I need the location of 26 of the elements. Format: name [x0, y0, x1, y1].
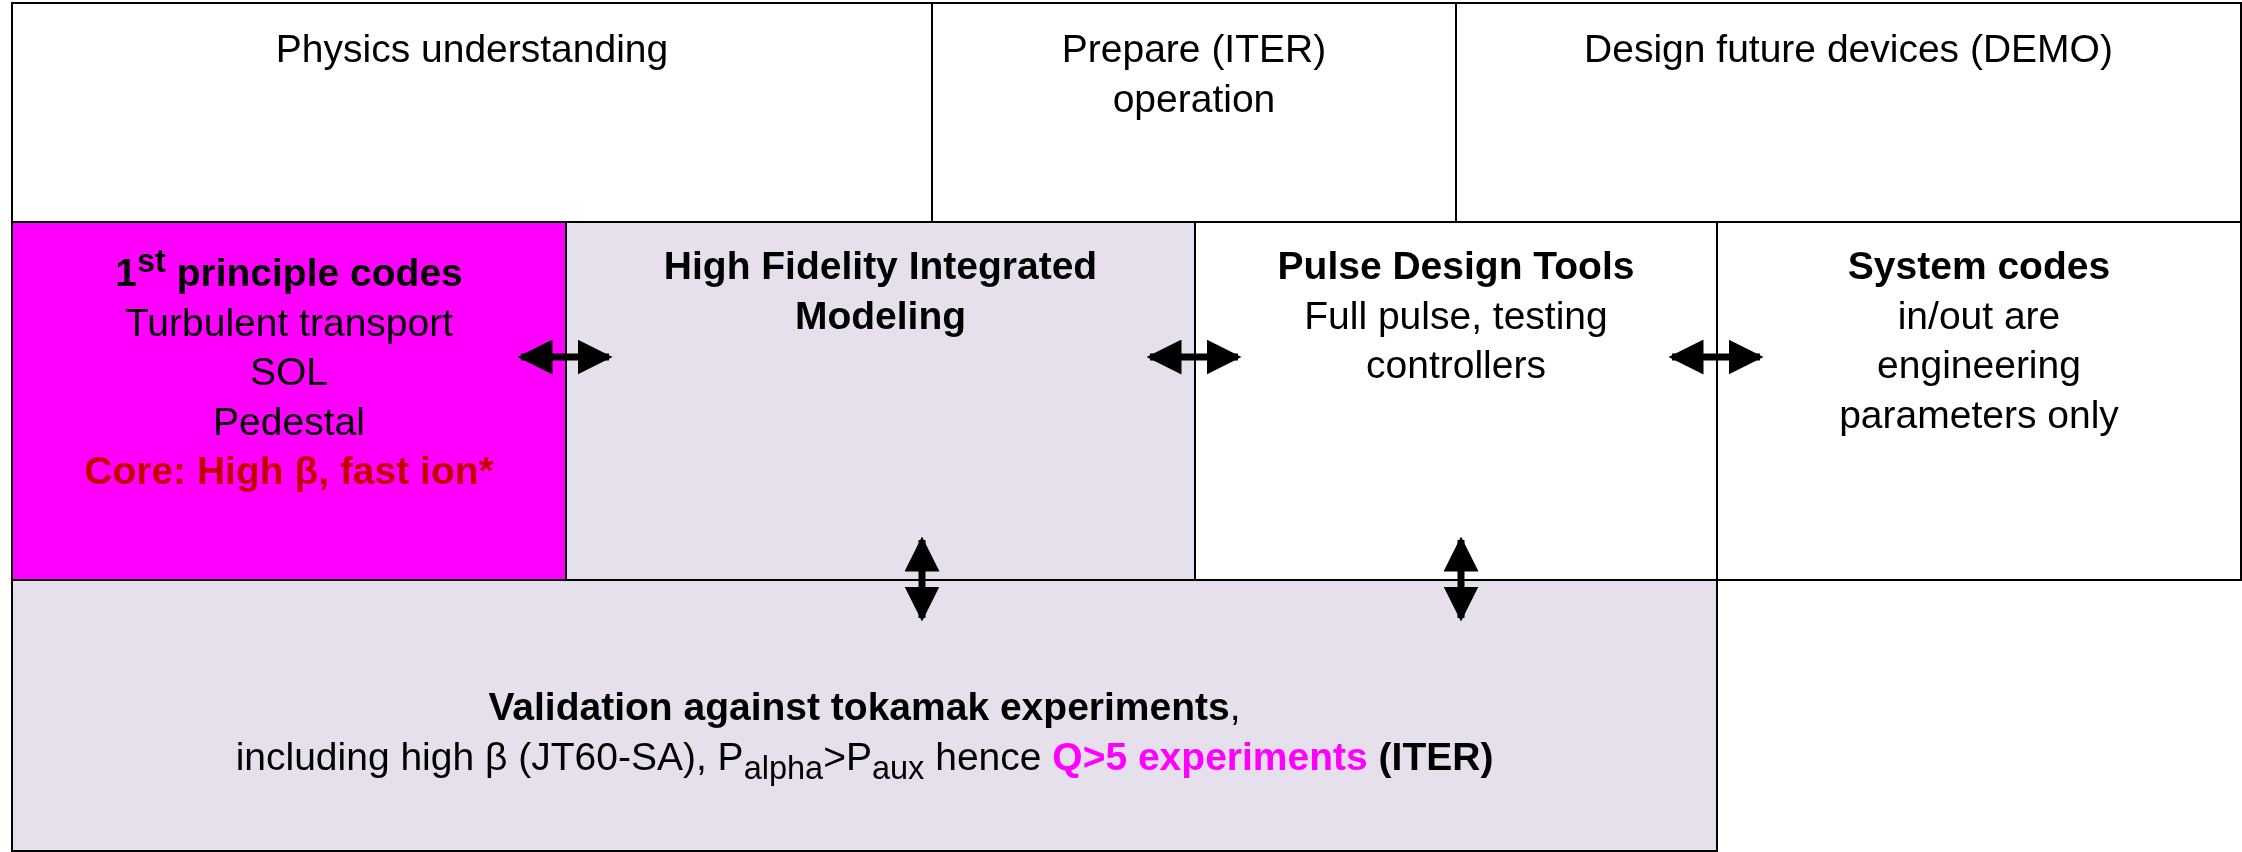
- validation-panel: [11, 579, 1718, 852]
- double-arrow: [1146, 339, 1242, 375]
- panel-text: Pedestal: [213, 398, 365, 445]
- panel-heading: Validation against tokamak experiments,: [488, 684, 1241, 731]
- double-arrow: [517, 339, 613, 375]
- category-header-cell: [11, 2, 933, 223]
- code-category-panel: [565, 221, 1196, 581]
- panel-text: Full pulse, testing controllers: [1303, 292, 1609, 389]
- double-arrow: [1668, 339, 1764, 375]
- panel-text: in/out are engineering parameters only: [1838, 292, 2120, 438]
- panel-text: SOL: [249, 349, 328, 396]
- panel-text: Physics understanding: [275, 26, 669, 72]
- panel-text: Turbulent transport: [124, 299, 454, 346]
- code-category-panel: [1716, 221, 2242, 581]
- panel-text: including high β (JT60-SA), P$_{alpha}$>P$_{aux}$ hence Q>5 experiments (ITER): [235, 733, 1494, 788]
- code-category-panel: [11, 221, 567, 581]
- double-arrow: [904, 536, 940, 622]
- panel-text: Design future devices (DEMO): [1584, 26, 2113, 72]
- panel-heading: Pulse Design Tools: [1277, 243, 1635, 289]
- panel-heading: High Fidelity Integrated Modeling: [662, 243, 1099, 339]
- panel-text: Prepare (ITER) operation: [1060, 26, 1328, 122]
- double-arrow: [1443, 536, 1479, 622]
- panel-text: Core: High β, fast ion*: [84, 448, 494, 495]
- panel-heading: System codes: [1847, 243, 2111, 289]
- category-header-cell: [1455, 2, 2242, 223]
- panel-heading: 1$^{st}$ principle codes: [115, 242, 463, 296]
